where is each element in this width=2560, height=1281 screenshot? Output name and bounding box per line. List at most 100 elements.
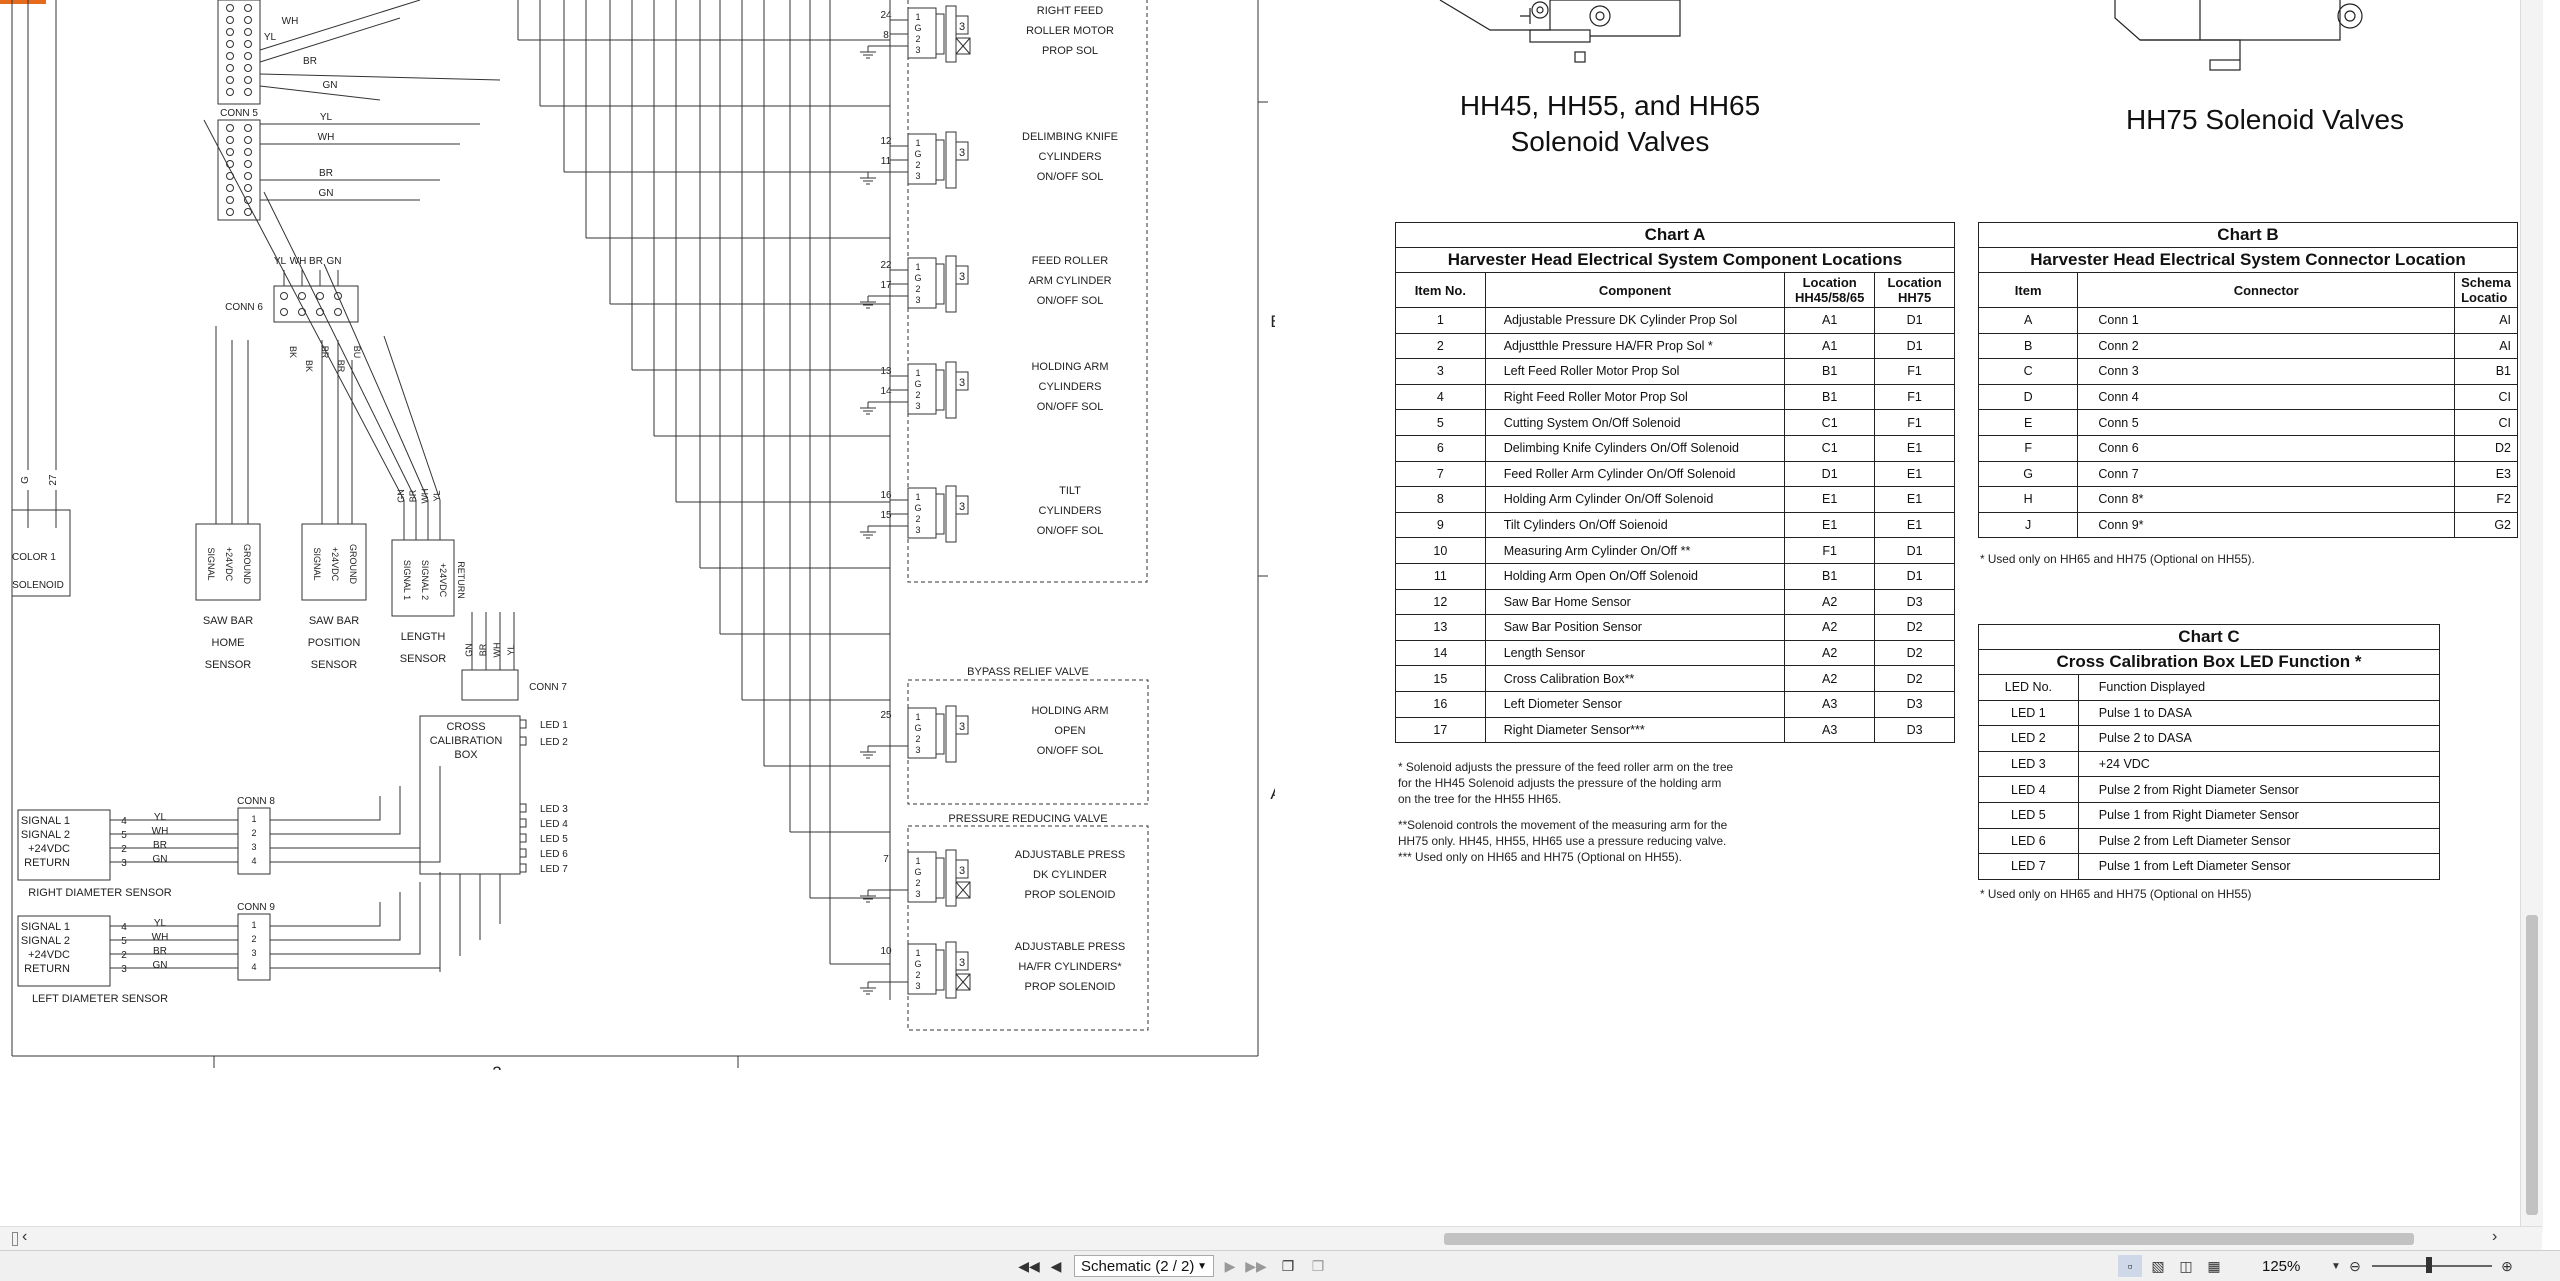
- wire-color-label: G: [20, 476, 31, 484]
- sensor-label: POSITION: [308, 637, 361, 649]
- viewer-toolbar: ◀◀ ◀ Schematic (2 / 2) ▼ ▶ ▶▶ ❐ ❐ ▫ ▧ ◫ …: [0, 1250, 2560, 1281]
- chart-a-cell: 11: [1395, 562, 1486, 590]
- chart-c-cell: LED 6: [1978, 827, 2079, 855]
- connector-plug: [935, 493, 945, 535]
- solenoid-title: PROP SOLENOID: [1025, 981, 1116, 993]
- wire-color-label: YL: [264, 32, 277, 43]
- coil-mark: 3: [959, 957, 965, 969]
- chart-b-subtitle: Harvester Head Electrical System Connect…: [1978, 247, 2518, 273]
- single-page-icon[interactable]: ▫: [2118, 1255, 2142, 1277]
- chart-a-cell: D2: [1874, 639, 1955, 667]
- chart-c-cell: LED 2: [1978, 725, 2079, 752]
- right-diameter-sensor: [17, 809, 111, 881]
- chart-c-cell: LED 4: [1978, 776, 2079, 803]
- solenoid-title: HA/FR CYLINDERS*: [1018, 961, 1122, 973]
- column-label-2: 2: [492, 1063, 501, 1070]
- diameter-pin-label: RETURN: [24, 857, 70, 869]
- prev-page-icon[interactable]: ◀: [1050, 1257, 1062, 1274]
- chart-b-title: Chart B: [1978, 222, 2518, 248]
- chart-b-note: * Used only on HH65 and HH75 (Optional o…: [1980, 552, 2255, 566]
- paste-icon[interactable]: ❐: [1311, 1257, 1325, 1274]
- valve-drawing-right: [2114, 0, 2363, 71]
- solenoid-connector: [907, 257, 937, 309]
- chart-b-cell: B: [1977, 332, 2079, 360]
- solenoid-title: HOLDING ARM: [1031, 361, 1108, 373]
- facing-icon[interactable]: ◫: [2179, 1257, 2193, 1274]
- pin-number: 4: [121, 922, 127, 933]
- wire: [270, 776, 421, 849]
- conn-pin: [244, 52, 252, 60]
- coil-mark: 3: [959, 377, 965, 389]
- zoom-in-icon[interactable]: ⊕: [2501, 1257, 2513, 1274]
- chart-a-cell: F1: [1874, 383, 1955, 411]
- scroll-right-icon[interactable]: ›: [2492, 1228, 2498, 1245]
- next-page-icon[interactable]: ▶: [1224, 1257, 1236, 1274]
- pin-label: 1: [915, 948, 920, 958]
- conn-pin: [226, 28, 234, 36]
- chart-b-cell: Conn 8*: [2077, 486, 2456, 513]
- chart-a-cell: 17: [1395, 716, 1486, 744]
- wire: [259, 85, 381, 101]
- vertical-scrollbar[interactable]: [2520, 0, 2543, 1232]
- pin-number: 3: [121, 964, 127, 975]
- chart-c-cell: Pulse 2 from Left Diameter Sensor: [2077, 827, 2441, 855]
- chart-b-header: Item: [1977, 272, 2079, 308]
- chart-c-header: LED No.: [1978, 674, 2079, 701]
- chart-a-cell: D3: [1874, 588, 1955, 616]
- sensor-label: SAW BAR: [203, 615, 253, 627]
- horizontal-scroll-thumb[interactable]: [1444, 1233, 2414, 1245]
- first-page-icon[interactable]: ◀◀: [1018, 1257, 1040, 1274]
- diameter-pin-label: SIGNAL 1: [21, 815, 70, 827]
- sensor-label: LENGTH: [401, 631, 446, 643]
- sensor-pin-label: +24VDC: [438, 563, 448, 598]
- chart-a-cell: 16: [1395, 690, 1486, 718]
- coil-body: [945, 941, 957, 999]
- coil-box: [955, 141, 969, 161]
- conn-pin: [226, 40, 234, 48]
- zoom-level[interactable]: 125%: [2262, 1257, 2301, 1275]
- chart-a-cell: 13: [1395, 614, 1486, 641]
- zoom-slider-knob[interactable]: [2426, 1257, 2432, 1273]
- chart-a-cell: B1: [1784, 562, 1876, 590]
- bypass-header: BYPASS RELIEF VALVE: [967, 666, 1089, 678]
- coil-body: [945, 5, 957, 63]
- wire: [270, 892, 401, 941]
- conn-pin: [244, 160, 252, 168]
- wire: [263, 191, 417, 501]
- solenoid-connector: [907, 707, 937, 759]
- chart-a-cell: Measuring Arm Cylinder On/Off **: [1484, 537, 1786, 564]
- zoom-out-icon[interactable]: ⊖: [2349, 1257, 2361, 1274]
- copy-icon[interactable]: ❐: [1281, 1257, 1295, 1274]
- last-page-icon[interactable]: ▶▶: [1245, 1257, 1267, 1274]
- page-selector[interactable]: Schematic (2 / 2) ▼: [1074, 1255, 1214, 1277]
- conn-pin: [298, 292, 306, 300]
- conn-pin: [226, 76, 234, 84]
- vertical-scroll-thumb[interactable]: [2526, 915, 2538, 1215]
- zoom-slider[interactable]: [2372, 1265, 2492, 1267]
- chart-a-cell: A2: [1784, 614, 1876, 641]
- diameter-sensor-label: LEFT DIAMETER SENSOR: [32, 993, 168, 1005]
- zoom-dropdown-icon[interactable]: ▼: [2331, 1260, 2341, 1272]
- conn-pin: [280, 292, 288, 300]
- scroll-left-icon[interactable]: ‹: [22, 1228, 28, 1245]
- chart-b-cell: F2: [2454, 486, 2518, 513]
- pin-number: 5: [121, 936, 127, 947]
- horizontal-scrollbar[interactable]: ‹ ›: [0, 1226, 2542, 1251]
- chart-a-cell: D1: [1874, 307, 1955, 334]
- conn-pin: [244, 40, 252, 48]
- chart-a-subtitle: Harvester Head Electrical System Compone…: [1395, 247, 1955, 273]
- valve-drawing-left: [1439, 0, 1681, 63]
- coil-box: [955, 15, 969, 35]
- wire-color-label: GN: [153, 854, 168, 865]
- wire-color-label: BU: [352, 346, 362, 359]
- facing-continuous-icon[interactable]: ▦: [2207, 1257, 2221, 1274]
- chart-a-cell: Delimbing Knife Cylinders On/Off Solenoi…: [1484, 434, 1786, 462]
- continuous-icon[interactable]: ▧: [2151, 1257, 2165, 1274]
- connector-plug: [935, 369, 945, 411]
